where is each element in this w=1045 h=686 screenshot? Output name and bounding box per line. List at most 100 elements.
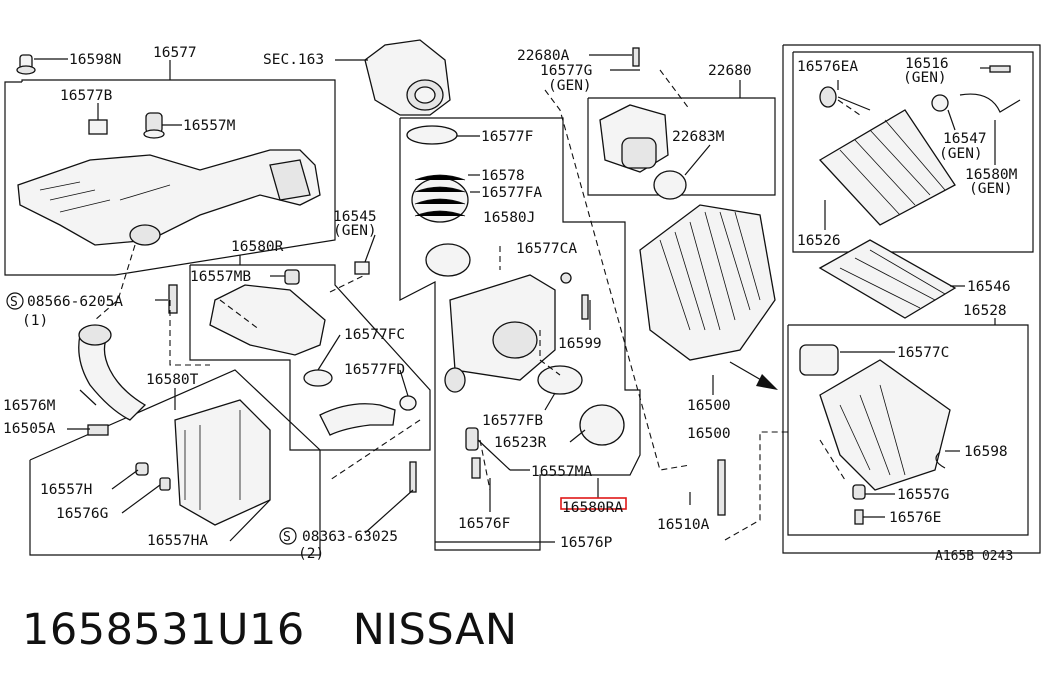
- parts-diagram: S S 16598N 16577 SEC.163 22680A 16577G (…: [3, 39, 1041, 564]
- leader-lines: [34, 54, 996, 543]
- throttle-body-drawing: [364, 39, 451, 116]
- footer: 1658531U16 NISSAN: [22, 600, 518, 660]
- hose-small-drawing: [319, 403, 396, 436]
- label-16516: 16516: [905, 56, 949, 72]
- air-cleaner-16500-drawing: [639, 204, 776, 361]
- s-marker-1: S: [6, 292, 24, 310]
- label-16576G: 16576G: [56, 506, 108, 522]
- label-16576P: 16576P: [560, 535, 613, 551]
- label-16580R: 16580R: [231, 239, 284, 255]
- label-16528: 16528: [963, 303, 1007, 319]
- label-16576F: 16576F: [458, 516, 510, 532]
- label-16577: 16577: [153, 45, 197, 61]
- label-16577G: 16577G: [540, 63, 592, 79]
- mount-16557G-drawing: [852, 484, 866, 500]
- label-16546: 16546: [967, 279, 1011, 295]
- brand-name: NISSAN: [352, 605, 518, 655]
- label-16580M-gen: (GEN): [969, 181, 1013, 197]
- gasket-16547-drawing: [931, 94, 949, 112]
- clamp-16577FD-drawing: [399, 395, 417, 411]
- frame-16580T: [29, 369, 321, 556]
- label-08363: 08363-63025: [302, 529, 398, 545]
- label-16577C: 16577C: [897, 345, 949, 361]
- label-16500-b: 16500: [687, 426, 731, 442]
- clamp-16577F-drawing: [406, 125, 458, 145]
- label-16526: 16526: [797, 233, 841, 249]
- frame-22680: [587, 97, 776, 196]
- airbox-16580J-drawing: [444, 274, 556, 393]
- label-16577G-gen: (GEN): [548, 78, 592, 94]
- stud-16576F-drawing: [471, 457, 481, 479]
- label-16599: 16599: [558, 336, 602, 352]
- filter-16546-drawing: [818, 239, 957, 319]
- label-16516-gen: (GEN): [903, 70, 947, 86]
- frame-16577: [4, 79, 336, 276]
- label-08363-qty: (2): [298, 546, 324, 562]
- label-16505A: 16505A: [3, 421, 56, 437]
- label-16545: 16545: [333, 209, 377, 225]
- stud-16576E-drawing: [854, 509, 864, 525]
- duct-16523R-drawing: [579, 404, 625, 446]
- label-16557H: 16557H: [40, 482, 92, 498]
- maf-22680-drawing: [599, 104, 687, 200]
- label-16510A: 16510A: [657, 517, 710, 533]
- dashed-guides: [94, 69, 861, 541]
- label-16577FC: 16577FC: [344, 327, 405, 343]
- clamp-16577FB-drawing: [537, 365, 583, 395]
- frame-center: [399, 117, 641, 551]
- fastener-drawings: [87, 47, 726, 516]
- label-22680: 22680: [708, 63, 752, 79]
- bellows-16578-drawing: [411, 174, 469, 223]
- clip-16598-drawing: [935, 451, 946, 469]
- bracket-16576EA-drawing: [819, 86, 837, 108]
- label-16576M: 16576M: [3, 398, 56, 414]
- label-16500-a: 16500: [687, 398, 731, 414]
- label-16557MB: 16557MB: [190, 269, 251, 285]
- label-16577FA: 16577FA: [481, 185, 542, 201]
- svg-text:S: S: [10, 295, 18, 310]
- svg-text:S: S: [283, 530, 291, 545]
- mount-16557M-drawing: [143, 112, 165, 139]
- clip-16577CA-drawing: [560, 272, 572, 284]
- label-16577FD: 16577FD: [344, 362, 405, 378]
- clamp-16577FC-drawing: [303, 369, 333, 387]
- highlight-16580RA: [560, 497, 627, 510]
- label-08566-qty: (1): [22, 313, 48, 329]
- hose-16576M-drawing: [78, 324, 147, 421]
- duct-16577-drawing: [17, 149, 321, 246]
- screw-16516-drawing: [989, 65, 1011, 73]
- clip-16577B-drawing: [88, 119, 108, 135]
- label-16580T: 16580T: [146, 372, 199, 388]
- s-marker-2: S: [279, 527, 297, 545]
- pin-16599-drawing: [581, 294, 589, 320]
- label-16545-gen: (GEN): [333, 223, 377, 239]
- label-16598N: 16598N: [69, 52, 121, 68]
- frame-right-bottom: [787, 324, 1029, 536]
- mount-16557MA-drawing: [465, 427, 479, 451]
- frame-right: [782, 44, 1041, 554]
- label-16580M: 16580M: [965, 167, 1018, 183]
- resonator-16580T-drawing: [174, 399, 271, 526]
- label-sec163: SEC.163: [263, 52, 324, 68]
- label-16580J: 16580J: [483, 210, 535, 226]
- sensor-16580M-drawing: [959, 93, 1021, 113]
- label-16557MA: 16557MA: [531, 464, 592, 480]
- label-16547: 16547: [943, 131, 987, 147]
- label-22680A: 22680A: [517, 48, 570, 64]
- label-16545-drawing: [354, 261, 370, 275]
- frame-16580R: [189, 264, 431, 451]
- label-16576EA: 16576EA: [797, 59, 858, 75]
- label-16598: 16598: [964, 444, 1008, 460]
- element-16526-drawing: [818, 109, 956, 226]
- label-16557G: 16557G: [897, 487, 949, 503]
- label-16547-gen: (GEN): [939, 146, 983, 162]
- label-22683M: 22683M: [672, 129, 725, 145]
- clamp-16577FA-drawing: [425, 243, 471, 277]
- label-16557HA: 16557HA: [147, 533, 208, 549]
- duct-16580R-drawing: [209, 269, 326, 356]
- case-16528-drawing: [819, 359, 951, 491]
- seal-16577C-drawing: [799, 344, 839, 376]
- label-08566: 08566-6205A: [27, 294, 123, 310]
- frame-right-top: [792, 51, 1034, 253]
- grommet-16598N-drawing: [16, 54, 36, 75]
